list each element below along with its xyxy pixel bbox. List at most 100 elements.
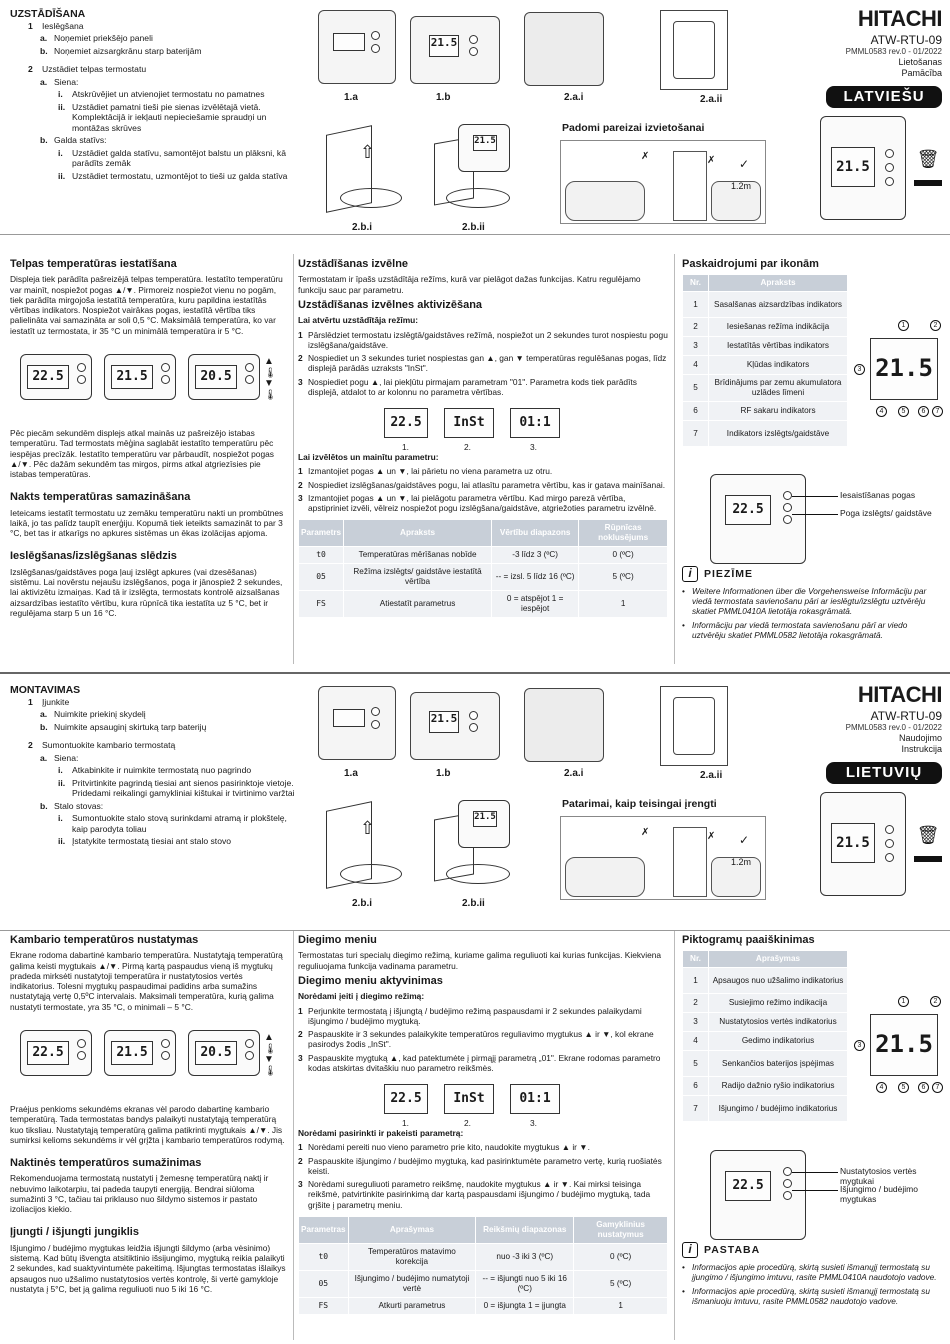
icon-table-header: Nr. — [682, 274, 709, 293]
room-temp-text1: Ekrane rodoma dabartinė kambario tempera… — [10, 950, 283, 1012]
parameter-cell: 5 (ºC) — [578, 563, 668, 592]
info-icon: i — [682, 1242, 698, 1258]
room-temp-text2: Pēc piecām sekundēm displejs atkal mainā… — [10, 428, 274, 479]
parameter-cell: 05 — [297, 563, 345, 592]
install-item: a.Siena: — [40, 752, 79, 763]
thermostat-photo: 21.5 — [820, 792, 906, 896]
room-temp-column-2: Praėjus penkioms sekundėms ekranas vėl p… — [10, 1104, 286, 1298]
setup-enter-title: Norėdami įeiti į diegimo režimą: — [298, 991, 425, 1002]
install-item: b.Nuimkite apsauginį skirtuką tarp bater… — [40, 721, 207, 732]
parameter-cell: 5 (ºC) — [573, 1269, 668, 1298]
setup-column: Diegimo meniu Termostatas turi specialų … — [298, 934, 668, 1315]
brand-header: HITACHI ATW-RTU-09 PMML0583 rev.0 - 01/2… — [820, 682, 943, 755]
icon-cell: Susiejimo režimo indikacija — [708, 993, 848, 1014]
icon-cell: 1 — [682, 967, 709, 995]
setup-text: Termostatam ir īpašs uzstādītāja režīms,… — [298, 274, 641, 295]
language-divider — [0, 672, 950, 674]
parameter-cell: Atiestatīt parametrus — [343, 590, 493, 619]
parameter-table-header: Parametrs — [297, 519, 345, 548]
parameter-cell: Išjungimo / budėjimo numatytoji vertė — [347, 1269, 477, 1298]
icon-cell: Sasalšanas aizsardzības indikators — [708, 291, 848, 319]
install-title: UZSTĀDĪŠANA — [10, 8, 86, 20]
install-item: i.Atskrūvējiet un atvienojiet termostatu… — [58, 89, 265, 100]
room-temp-column: Kambario temperatūros nustatymas Ekrane … — [10, 934, 286, 1016]
room-temp-text1: Displeja tiek parādīta pašreizējā telpas… — [10, 274, 283, 336]
parameter-cell: 1 — [573, 1296, 668, 1315]
icon-cell: 3 — [682, 1012, 709, 1033]
night-text: Rekomenduojama termostatą nustatyti į že… — [10, 1173, 269, 1215]
info-icon: i — [682, 566, 698, 582]
install-item: b.Noņemiet aizsargkrānu starp baterijām — [40, 45, 202, 56]
setup-text: Termostatas turi specialų diegimo režimą… — [298, 950, 662, 971]
figure-1b: 21.5 — [410, 16, 500, 84]
onoff-title: Ieslēgšanas/izslēgšanas slēdzis — [10, 550, 177, 563]
parameter-table-header: Apraksts — [343, 519, 493, 548]
placement-tips-title: Patarimai, kaip teisingai įrengti — [562, 798, 717, 810]
document-type: Instrukcija — [901, 744, 942, 755]
brand-logo: HITACHI — [857, 682, 943, 707]
onoff-title: Įjungti / išjungti jungiklis — [10, 1226, 139, 1239]
thermostat-buttons-diagram: 22.5 — [710, 474, 806, 564]
setpoint-up-button — [783, 1167, 792, 1176]
weee-bin-icon: 🗑 — [916, 149, 940, 169]
install-item: a.Nuimkite priekinį skydelį — [40, 709, 146, 720]
setpoint-down-button — [783, 503, 792, 512]
night-text: Ieteicams iestatīt termostatu uz zemāku … — [10, 507, 284, 539]
weee-bar — [914, 856, 942, 862]
icon-cell: 5 — [682, 1050, 709, 1078]
room-temp-column-2: Pēc piecām sekundēm displejs atkal mainā… — [10, 428, 286, 622]
icon-lcd-diagram: 21.5 1 2 3 4 5 6 7 — [854, 320, 946, 418]
icon-cell: Radijo dažnio ryšio indikatorius — [708, 1076, 848, 1097]
figure-2bii: 21.5 — [428, 118, 514, 212]
setup-title: Uzstādīšanas izvēlne — [298, 258, 409, 270]
install-item: b.Galda statīvs: — [40, 135, 107, 146]
parameter-table-header: Gamyklinius nustatymus — [573, 1215, 668, 1244]
icon-cell: 4 — [682, 1031, 709, 1052]
setup-change-title: Norėdami pasirinkti ir pakeisti parametr… — [298, 1128, 464, 1139]
note-title: PASTABA — [704, 1243, 761, 1256]
night-title: Nakts temperatūras samazināšana — [10, 491, 191, 504]
figure-label: 1.b — [436, 768, 451, 779]
parameter-cell: 0 (ºC) — [578, 546, 668, 565]
setup-change-title: Lai izvēlētos un mainītu parametru: — [298, 452, 439, 463]
figure-2bi: ⇧ — [322, 122, 406, 213]
icon-cell: RF sakaru indikators — [708, 401, 848, 422]
room-temp-lcd-sequence: 22.5 21.5 20.5 ▲🌡 ▼🌡 — [20, 1030, 280, 1078]
setup-enter-title: Lai atvērtu uzstādītāja režīmu: — [298, 315, 419, 326]
parameter-cell: 1 — [578, 590, 668, 619]
parameter-cell: t0 — [298, 1242, 349, 1271]
section-divider — [0, 234, 950, 235]
parameter-cell: -- = išjungti nuo 5 iki 16 (ºC) — [475, 1269, 575, 1298]
icon-cell: Indikators izslēgts/gaidstāve — [708, 420, 848, 448]
install-item: ii.Uzstādiet termostatu, uzmontējot to t… — [58, 170, 288, 181]
icon-cell: Išjungimo / budėjimo indikatorius — [708, 1095, 848, 1123]
parameter-cell: 0 = atspējot 1 = iespējot — [491, 590, 580, 619]
parameter-table-header: Vērtību diapazons — [491, 519, 580, 548]
standby-button-callout: Išjungimo / budėjimo mygtukas — [840, 1184, 918, 1205]
icon-cell: Kļūdas indikators — [708, 355, 848, 376]
icon-lcd-diagram: 21.5 1 2 3 4 5 6 7 — [854, 996, 946, 1094]
standby-button-callout: Poga izslēgts/ gaidstāve — [840, 508, 932, 518]
room-temp-lcd-sequence: 22.5 21.5 20.5 ▲🌡 ▼🌡 — [20, 354, 280, 402]
